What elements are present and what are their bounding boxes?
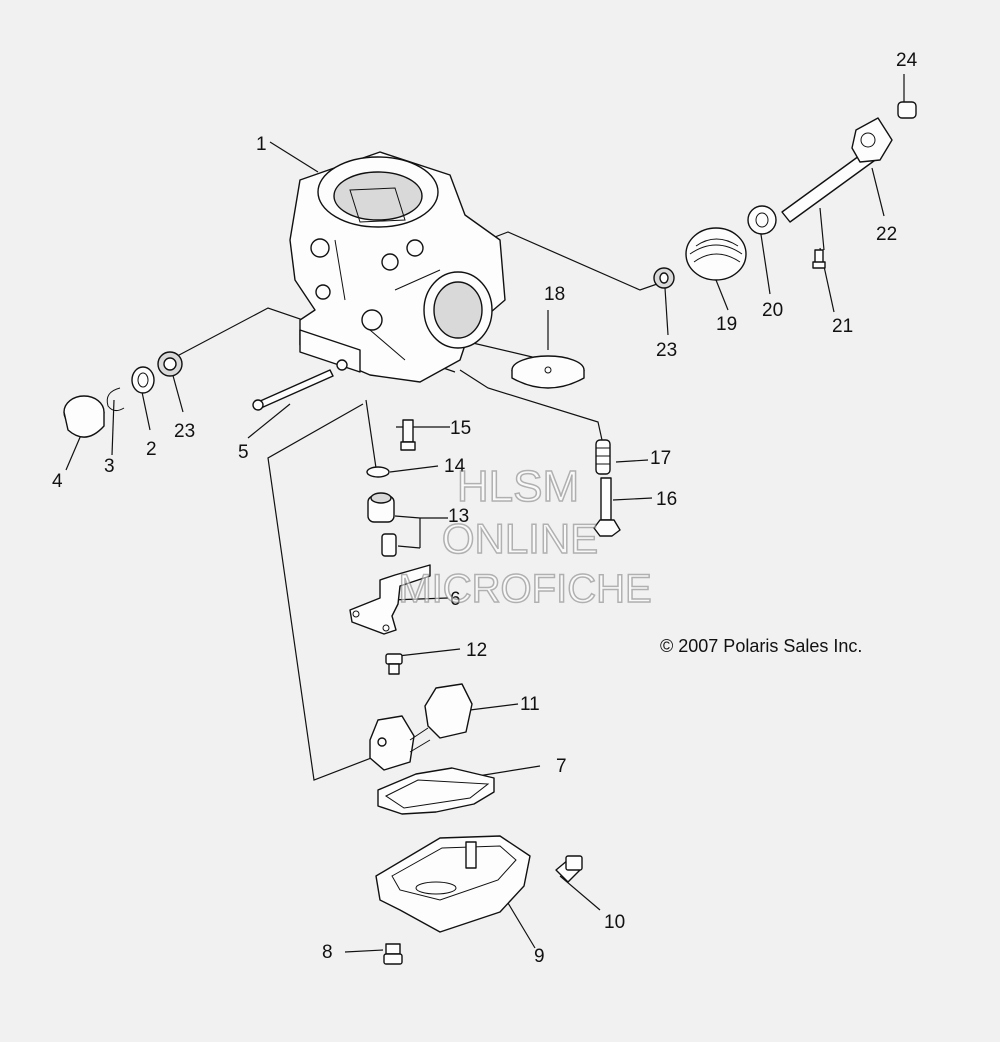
callout-4: 4 [52, 471, 63, 492]
part-2-washer [131, 366, 155, 394]
callout-13: 13 [448, 506, 469, 527]
callout-23-left: 23 [174, 421, 195, 442]
callout-12: 12 [466, 640, 487, 661]
part-11-float [369, 683, 473, 771]
callout-5: 5 [238, 442, 249, 463]
part-19-spring [685, 227, 747, 281]
callout-22: 22 [876, 224, 897, 245]
leader-lines [65, 74, 905, 953]
part-24-cap [897, 101, 917, 119]
callout-7: 7 [556, 756, 567, 777]
part-21-screw [812, 249, 826, 269]
callout-2: 2 [146, 439, 157, 460]
callout-labels: 1 2 3 4 5 6 7 8 9 10 11 12 13 14 15 16 1… [52, 50, 918, 967]
part-3-clip [106, 387, 125, 412]
callout-9: 9 [534, 946, 545, 967]
callout-17: 17 [650, 448, 671, 469]
callout-23-right: 23 [656, 340, 677, 361]
callout-15: 15 [450, 418, 471, 439]
callout-18: 18 [544, 284, 565, 305]
part-14-oring [366, 466, 390, 478]
callout-3: 3 [104, 456, 115, 477]
callout-24: 24 [896, 50, 918, 71]
carburetor-body [289, 151, 506, 383]
part-15-jet [400, 419, 416, 451]
part-12-screw [385, 653, 403, 675]
throttle-shaft-assembly [653, 101, 917, 289]
callout-8: 8 [322, 942, 333, 963]
idle-screw-parts [63, 351, 348, 438]
callout-20: 20 [762, 300, 783, 321]
part-22-throttle-shaft [781, 117, 893, 223]
callout-1: 1 [256, 134, 267, 155]
callout-19: 19 [716, 314, 737, 335]
callout-16: 16 [656, 489, 677, 510]
watermark-line-3: MICROFICHE [398, 566, 653, 612]
part-13-needle-jet [367, 492, 397, 557]
part-18-plate [511, 355, 585, 389]
part-17-spring [595, 439, 611, 475]
part-23-oring-left [157, 351, 183, 377]
callout-14: 14 [444, 456, 466, 477]
part-6-bracket [349, 564, 431, 635]
part-9-float-bowl [375, 835, 531, 933]
part-5-screw [252, 359, 348, 411]
watermark-line-1: HLSM [456, 461, 580, 512]
jet-parts [366, 419, 416, 557]
callout-11: 11 [520, 694, 540, 715]
copyright-notice: © 2007 Polaris Sales Inc. [660, 636, 863, 656]
part-20-bushing [747, 205, 777, 235]
callout-10: 10 [604, 912, 625, 933]
part-8-screw [383, 943, 403, 965]
part-16-screw [593, 477, 621, 537]
watermark-line-2: ONLINE [441, 514, 599, 563]
callout-6: 6 [450, 589, 461, 610]
callout-21: 21 [832, 316, 853, 337]
part-23-oring-right [653, 267, 675, 289]
part-10-drain-screw [555, 855, 583, 883]
part-4-cap [63, 395, 105, 438]
part-7-gasket [377, 767, 495, 815]
